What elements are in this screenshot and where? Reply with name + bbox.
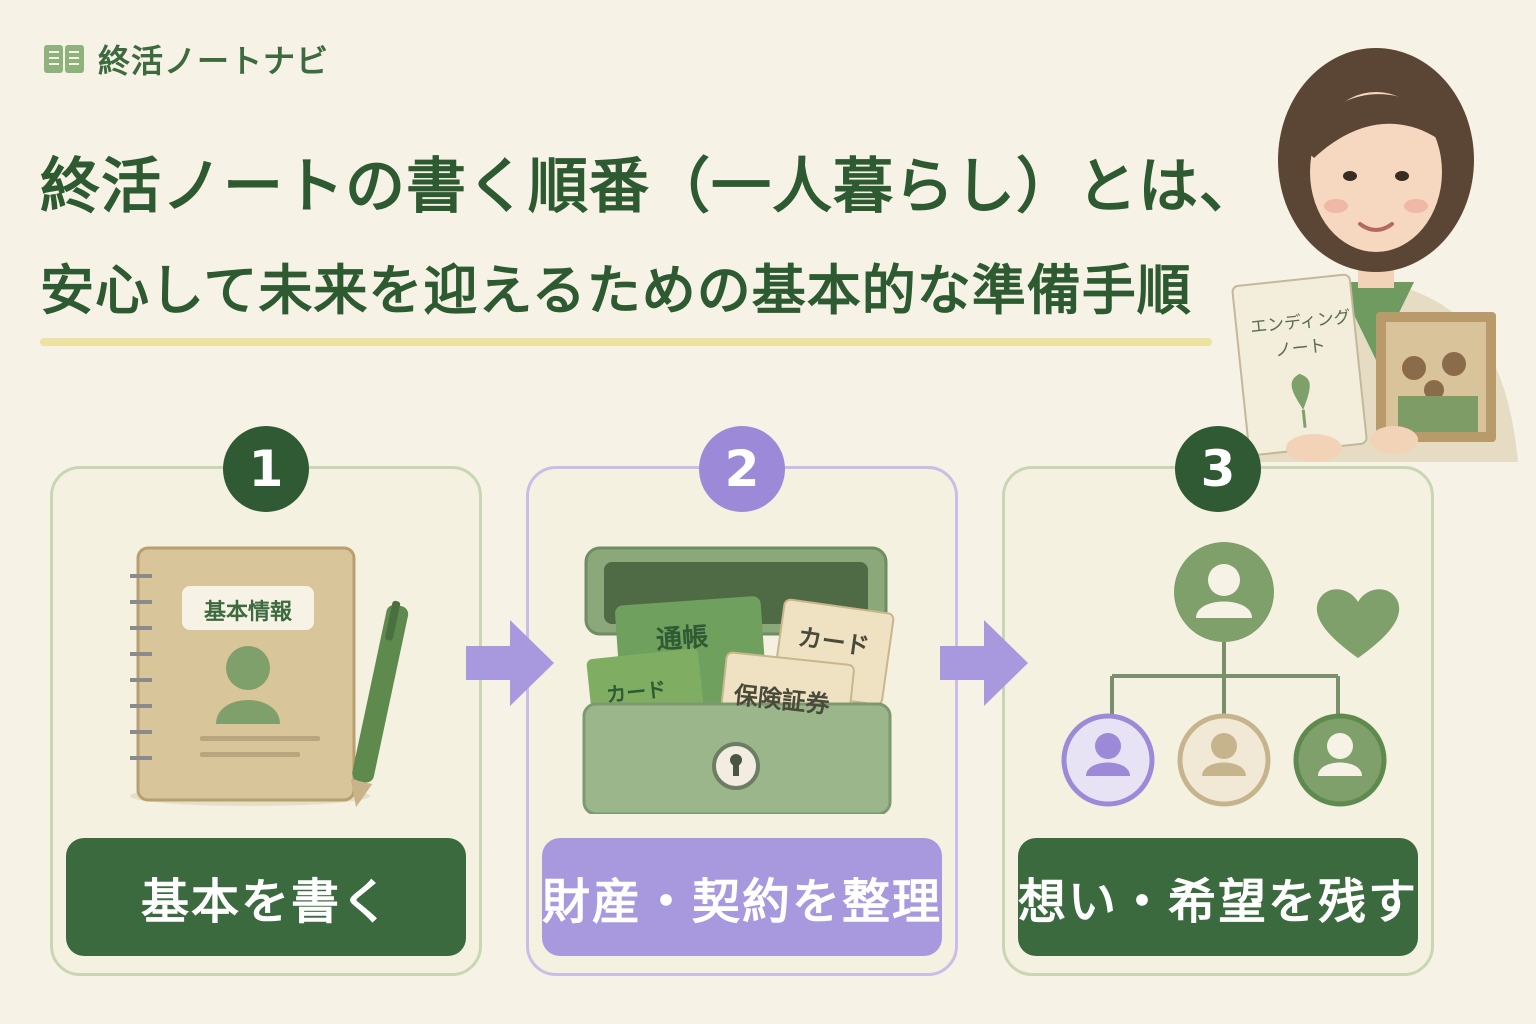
heart-icon <box>1316 589 1400 658</box>
headline-line-2: 安心して未来を迎えるための基本的な準備手順 <box>40 259 1192 322</box>
woman-illustration: エンディング ノート <box>1231 48 1518 462</box>
step-2-badge: 2 <box>699 426 785 512</box>
step-1-label: 基本を書く <box>66 838 466 956</box>
step-1-badge: 1 <box>223 426 309 512</box>
notebook-illustration <box>130 546 409 808</box>
cashbox-illustration <box>582 546 895 814</box>
step-3-label: 想い・希望を残す <box>1018 838 1418 956</box>
child-person-icon-2 <box>1177 713 1271 807</box>
family-tree-illustration <box>1061 542 1400 807</box>
parent-person-icon <box>1174 542 1274 642</box>
brand-name: 終活ノートナビ <box>98 42 330 80</box>
step-2-label: 財産・契約を整理 <box>542 838 942 956</box>
headline-underline <box>40 338 1212 346</box>
passbook-label: 通帳 <box>655 622 710 656</box>
child-person-icon-3 <box>1293 713 1387 807</box>
arrow-right-icon-2 <box>940 620 1028 706</box>
arrow-right-icon-1 <box>466 620 554 706</box>
step-3-badge: 3 <box>1175 426 1261 512</box>
book-icon <box>44 45 84 73</box>
notebook-tag: 基本情報 <box>203 600 292 625</box>
brand-logo[interactable]: 終活ノートナビ <box>42 36 329 82</box>
child-person-icon-1 <box>1061 713 1155 807</box>
headline-line-1: 終活ノートの書く順番（一人暮らし）とは、 <box>40 152 1260 222</box>
